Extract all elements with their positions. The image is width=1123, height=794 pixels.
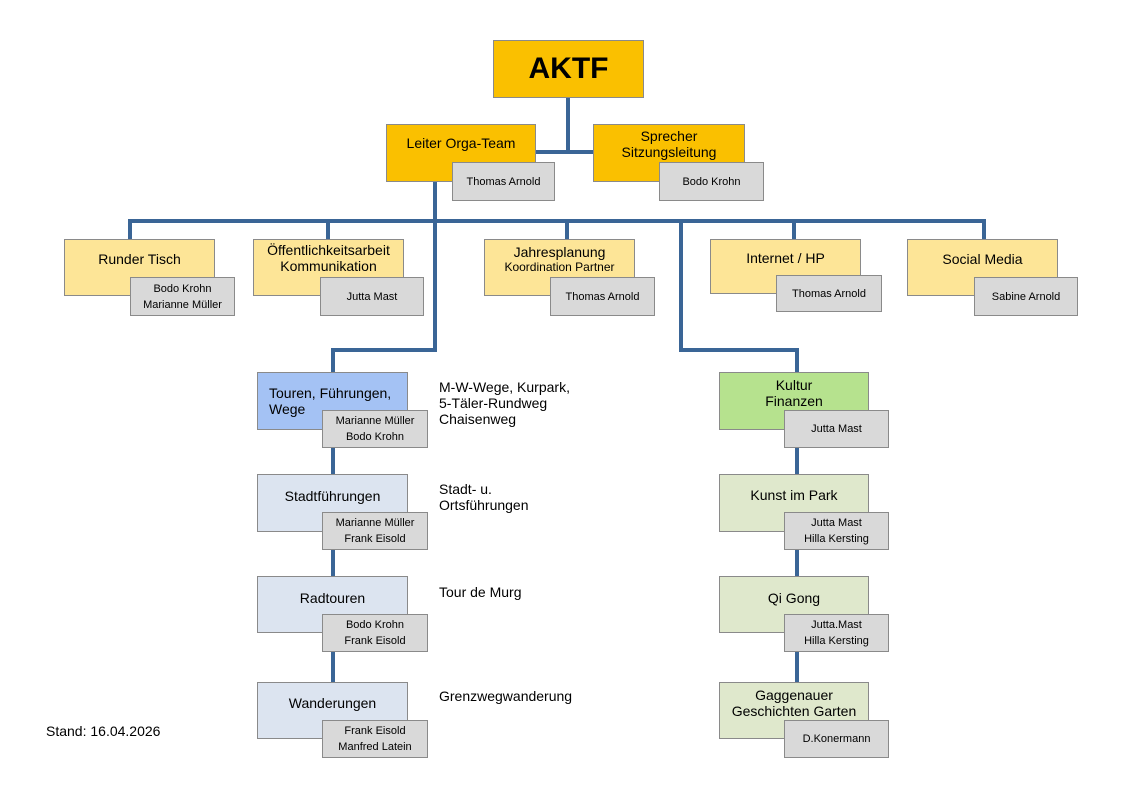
jahresplanung-title-line2: Koordination Partner bbox=[504, 260, 615, 274]
runder-tisch-title: Runder Tisch bbox=[98, 251, 181, 267]
stand-date: Stand: 16.04.2026 bbox=[46, 723, 161, 739]
rad-person-1: Bodo Krohn bbox=[345, 619, 405, 631]
qigong-person-2: Hilla Kersting bbox=[804, 635, 869, 647]
internet-title: Internet / HP bbox=[746, 250, 825, 266]
sprecher-person-box: Bodo Krohn bbox=[659, 162, 764, 201]
internet-person: Thomas Arnold bbox=[792, 287, 866, 300]
qigong-person-1: Jutta.Mast bbox=[811, 619, 862, 631]
touren-person-2: Bodo Krohn bbox=[345, 431, 405, 443]
wandern-title: Wanderungen bbox=[288, 695, 377, 711]
leiter-title: Leiter Orga-Team bbox=[406, 135, 516, 151]
rad-person-box: Bodo Krohn Frank Eisold bbox=[322, 614, 428, 652]
wandern-person-2: Manfred Latein bbox=[338, 741, 412, 753]
kultur-person: Jutta Mast bbox=[811, 423, 862, 435]
kunst-person-box: Jutta Mast Hilla Kersting bbox=[784, 512, 889, 550]
stadt-person-box: Marianne Müller Frank Eisold bbox=[322, 512, 428, 550]
leiter-person: Thomas Arnold bbox=[466, 175, 541, 188]
jahresplanung-person: Thomas Arnold bbox=[565, 290, 640, 303]
jahresplanung-person-box: Thomas Arnold bbox=[550, 277, 655, 316]
wandern-note-line1: Grenzwegwanderung bbox=[439, 688, 573, 704]
root-box: AKTF bbox=[493, 40, 644, 98]
runder-tisch-person-1: Bodo Krohn bbox=[153, 282, 212, 295]
garten-title-line2: Geschichten Garten bbox=[731, 703, 857, 719]
rad-person-2: Frank Eisold bbox=[344, 635, 406, 647]
stadt-note: Stadt- u. Ortsführungen bbox=[439, 481, 529, 513]
touren-title-line2: Wege bbox=[269, 401, 306, 417]
touren-person-box: Marianne Müller Bodo Krohn bbox=[322, 410, 428, 448]
wandern-note: Grenzwegwanderung bbox=[439, 688, 572, 704]
garten-title-line1: Gaggenauer bbox=[755, 687, 833, 703]
sprecher-title-line2: Sitzungsleitung bbox=[621, 144, 717, 160]
touren-person-1: Marianne Müller bbox=[335, 415, 415, 427]
rad-note-line1: Tour de Murg bbox=[439, 584, 522, 600]
garten-person: D.Konermann bbox=[802, 733, 871, 745]
internet-person-box: Thomas Arnold bbox=[776, 275, 882, 312]
stadt-person-2: Frank Eisold bbox=[344, 533, 406, 545]
oeffentlichkeit-title-line2: Kommunikation bbox=[280, 258, 377, 274]
touren-note-line2: 5-Täler-Rundweg bbox=[439, 395, 548, 411]
runder-tisch-person-2: Marianne Müller bbox=[143, 298, 222, 311]
social-media-person: Sabine Arnold bbox=[991, 290, 1061, 303]
kultur-person-box: Jutta Mast bbox=[784, 410, 889, 448]
kunst-title: Kunst im Park bbox=[750, 487, 838, 503]
sprecher-person: Bodo Krohn bbox=[682, 175, 741, 188]
touren-title-line1: Touren, Führungen, bbox=[269, 385, 392, 401]
oeffentlichkeit-box: Öffentlichkeitsarbeit Kommunikation bbox=[253, 239, 404, 296]
touren-note: M-W-Wege, Kurpark, 5-Täler-Rundweg Chais… bbox=[439, 379, 570, 427]
touren-note-line3: Chaisenweg bbox=[439, 411, 517, 427]
kultur-title-line2: Finanzen bbox=[765, 393, 823, 409]
rad-note: Tour de Murg bbox=[439, 584, 521, 600]
stadt-title: Stadtführungen bbox=[284, 488, 381, 504]
rad-title: Radtouren bbox=[299, 590, 366, 606]
qigong-title: Qi Gong bbox=[767, 590, 821, 606]
oeffentlichkeit-title-line1: Öffentlichkeitsarbeit bbox=[267, 242, 390, 258]
social-media-title: Social Media bbox=[942, 251, 1023, 267]
garten-person-box: D.Konermann bbox=[784, 720, 889, 758]
touren-note-line1: M-W-Wege, Kurpark, bbox=[439, 379, 570, 395]
kultur-title-line1: Kultur bbox=[775, 377, 813, 393]
stadt-note-line2: Ortsführungen bbox=[439, 497, 529, 513]
qigong-person-box: Jutta.Mast Hilla Kersting bbox=[784, 614, 889, 652]
stadt-note-line1: Stadt- u. bbox=[439, 481, 492, 497]
runder-tisch-person-box: Bodo Krohn Marianne Müller bbox=[130, 277, 235, 316]
kunst-person-2: Hilla Kersting bbox=[804, 533, 869, 545]
sprecher-title-line1: Sprecher bbox=[640, 128, 698, 144]
kunst-person-1: Jutta Mast bbox=[811, 517, 862, 529]
wandern-person-box: Frank Eisold Manfred Latein bbox=[322, 720, 428, 758]
oeffentlichkeit-person: Jutta Mast bbox=[346, 290, 398, 303]
social-media-person-box: Sabine Arnold bbox=[974, 277, 1078, 316]
oeffentlichkeit-person-box: Jutta Mast bbox=[320, 277, 424, 316]
jahresplanung-title-line1: Jahresplanung bbox=[513, 244, 606, 260]
root-title: AKTF bbox=[528, 52, 609, 85]
leiter-person-box: Thomas Arnold bbox=[452, 162, 555, 201]
stadt-person-1: Marianne Müller bbox=[335, 517, 415, 529]
wandern-person-1: Frank Eisold bbox=[344, 725, 406, 737]
